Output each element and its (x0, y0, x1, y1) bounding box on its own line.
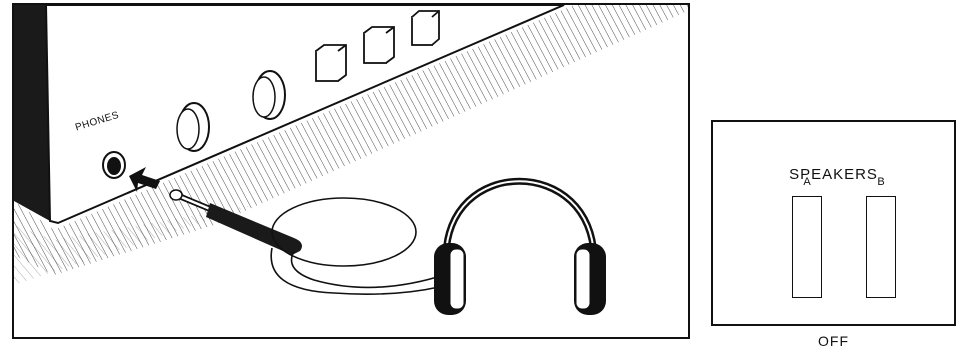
speakers-title: SPEAKERS (789, 166, 878, 183)
amplifier-side (14, 5, 50, 221)
insert-arrow-icon (129, 167, 160, 192)
volume-knob-icon (176, 102, 210, 152)
speaker-switch-panel (711, 120, 956, 326)
illustration-drawing (14, 5, 688, 315)
balance-knob-icon (252, 70, 286, 120)
headphones-connection-illustration: PHONES (12, 3, 690, 339)
floor-shadow (14, 5, 688, 275)
headphones-icon (434, 177, 606, 315)
floor-shadow-lower (14, 205, 254, 285)
switch-b-label: B (877, 176, 885, 188)
switch-status-label: OFF (818, 333, 849, 349)
amplifier-front-panel (44, 5, 565, 225)
speaker-b-switch[interactable] (866, 196, 896, 298)
headphone-plug-icon (169, 189, 302, 255)
phones-jack-icon (102, 151, 126, 179)
switch-a-label: A (803, 176, 811, 188)
speaker-a-switch[interactable] (792, 196, 822, 298)
headphone-cord (270, 197, 445, 295)
push-buttons-icon (315, 10, 440, 82)
